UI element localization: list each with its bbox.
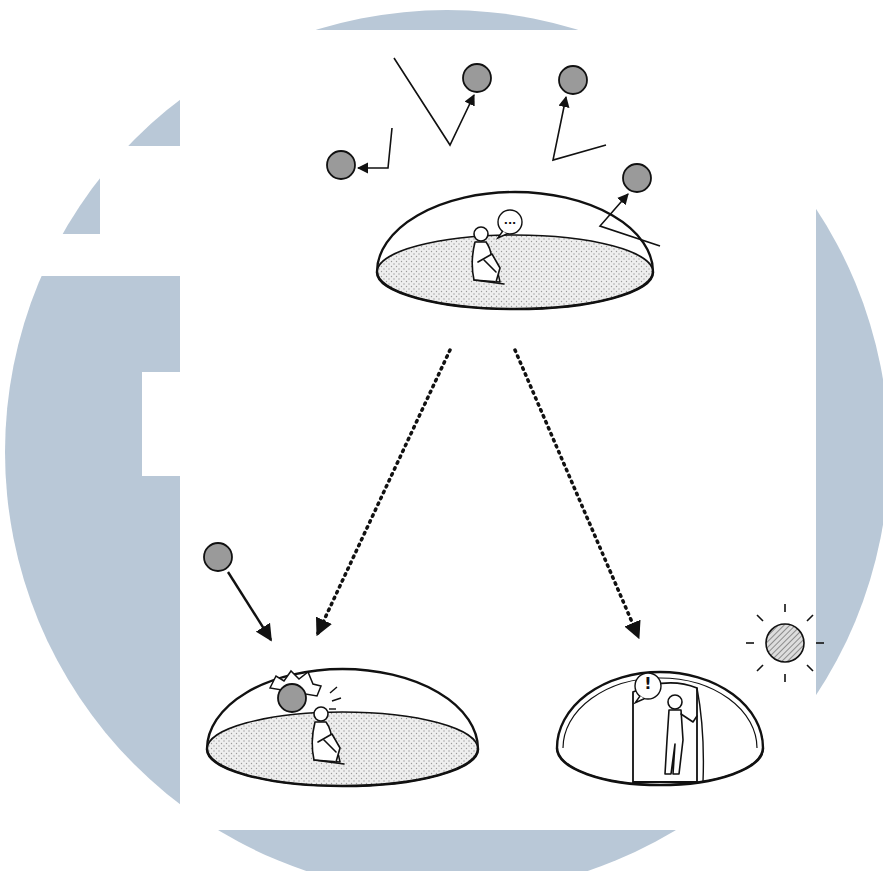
emblem-circle — [5, 10, 883, 871]
emblem-cutout — [142, 372, 182, 476]
white-panel — [180, 30, 816, 830]
dome-outline — [555, 670, 765, 788]
dome-shelter — [205, 667, 480, 789]
speech-bubble-text: ! — [644, 676, 651, 692]
speech-bubble-text: ... — [504, 215, 517, 226]
ball — [204, 64, 651, 571]
dome-shelter: ! — [555, 670, 765, 788]
dotted-arrow — [515, 350, 638, 636]
emblem-cutout — [100, 146, 182, 234]
incoming-arrow — [228, 572, 271, 640]
emblem-cutout — [40, 234, 182, 276]
dome-outline — [205, 667, 480, 789]
dome-outline — [375, 190, 655, 312]
sun-symbol — [746, 604, 824, 682]
dotted-arrow — [318, 350, 450, 633]
dome-shelter: ... — [375, 190, 655, 312]
